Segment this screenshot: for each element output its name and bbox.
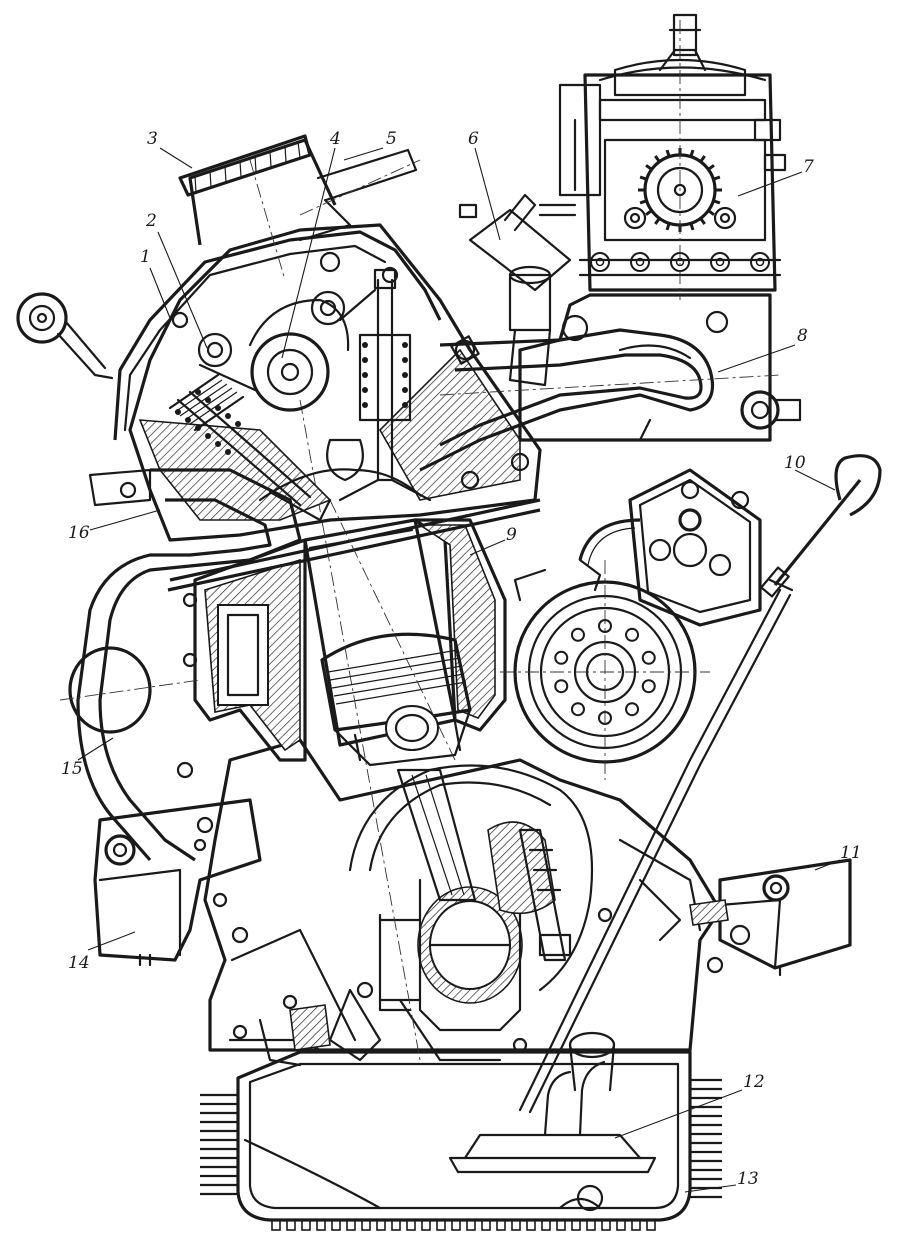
callout-3: 3 — [147, 129, 158, 149]
cylinder-head — [113, 223, 542, 542]
callout-7: 7 — [803, 157, 814, 177]
intake-manifold — [419, 328, 802, 472]
oil-filler-cap — [178, 134, 337, 281]
cylinder-block — [167, 399, 541, 1061]
callout-16: 16 — [68, 523, 90, 543]
callout-4: 4 — [329, 129, 341, 149]
callout-1: 1 — [140, 247, 151, 267]
carburetor — [518, 13, 787, 442]
callout-13: 13 — [737, 1169, 759, 1189]
callout-5: 5 — [386, 129, 397, 149]
leader-lines — [77, 147, 841, 1193]
callout-2: 2 — [145, 211, 157, 231]
connecting-rod — [396, 768, 572, 962]
callout-9: 9 — [506, 525, 517, 545]
camshaft — [197, 288, 377, 482]
dipstick — [518, 454, 882, 1114]
callout-12: 12 — [743, 1072, 765, 1092]
decompressor-lever — [16, 292, 114, 380]
carburetor-gear — [638, 148, 722, 232]
oil-sump — [200, 1050, 722, 1231]
muffler-bracket — [93, 798, 262, 967]
callout-11: 11 — [840, 843, 862, 863]
sump-fins-left — [200, 1093, 238, 1196]
callout-10: 10 — [784, 453, 806, 473]
oil-sensor-housing — [689, 858, 852, 977]
sump-fins-bottom — [271, 1219, 656, 1231]
callout-14: 14 — [68, 953, 90, 973]
intake-valve — [168, 373, 332, 522]
distributor — [578, 468, 762, 627]
fuel-filter — [458, 193, 577, 387]
callout-6: 6 — [468, 129, 479, 149]
crankcase — [203, 738, 751, 1067]
crankshaft — [348, 764, 594, 1062]
exhaust-pipe — [59, 468, 302, 862]
sump-fins-right — [690, 1078, 722, 1199]
exhaust-valve — [338, 268, 432, 502]
breather-tube — [298, 148, 421, 242]
callout-labels: 1 2 3 4 5 6 7 8 9 10 11 12 13 14 15 16 — [61, 129, 862, 1189]
generator — [500, 560, 710, 780]
callout-15: 15 — [61, 759, 83, 779]
callout-8: 8 — [797, 326, 808, 346]
oil-pickup — [448, 1031, 657, 1174]
piston — [320, 632, 472, 767]
